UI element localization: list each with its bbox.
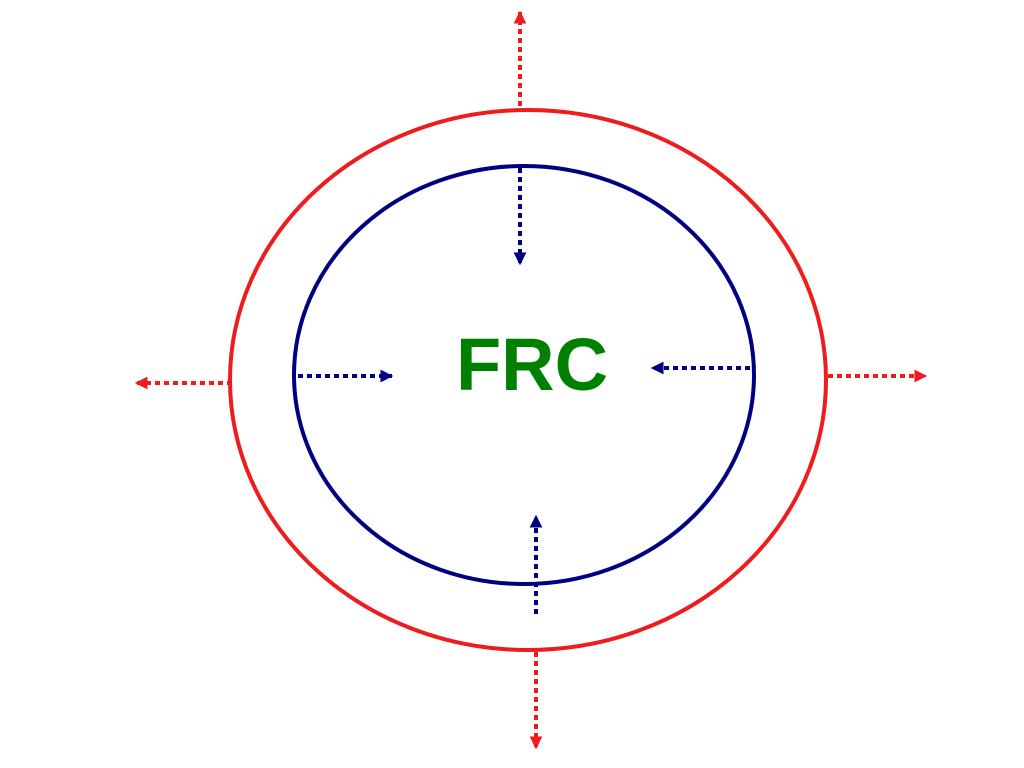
outer-ellipse [228, 108, 828, 652]
inner-ellipse [292, 164, 756, 586]
center-label: FRC [456, 323, 608, 406]
